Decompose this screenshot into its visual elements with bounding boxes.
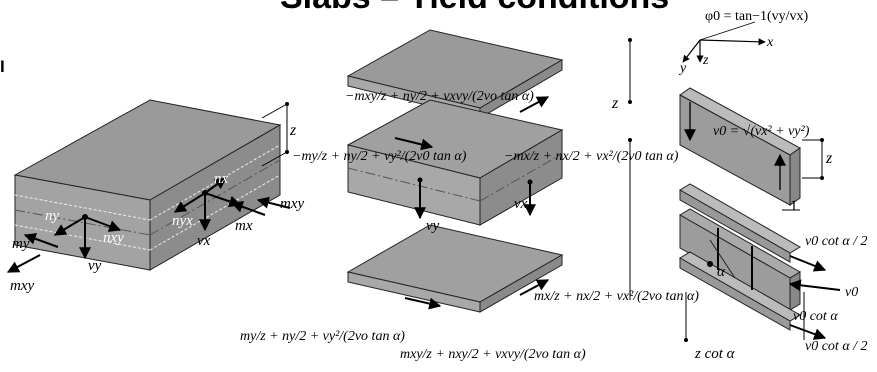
center-z-label: z	[611, 95, 619, 112]
core-v-x: vx	[514, 196, 528, 212]
mid-force-label: v0 cot α	[793, 309, 838, 324]
phi-formula: φ0 = tan−1(vy/vx)	[705, 9, 809, 24]
label-n-yx-left: nyx	[172, 213, 193, 229]
bottom-left-force-a: my/z + ny/2 + vy²/(2vo tan α)	[240, 329, 405, 344]
axis-y-label: y	[678, 61, 687, 76]
left-slab-element: z my mxy ny nxy vy nx nyx vx mx	[6, 99, 304, 294]
right-panel: v0 = √(vx² + vy²) z 1 α	[679, 87, 868, 362]
label-m-xy-right: mxy	[280, 196, 304, 212]
center-sandwich-stack: z vy vx −mxy/z + ny/2 + vxvy/(2vo tan α)…	[240, 29, 699, 362]
middle-right-force: −mx/z + nx/2 + vx²/(2v0 tan α)	[504, 149, 679, 164]
middle-left-force: −my/z + ny/2 + vy²/(2v0 tan α)	[292, 149, 467, 164]
v0-formula: v0 = √(vx² + vy²)	[713, 124, 810, 139]
length-label: z cot α	[694, 346, 736, 362]
axis-z-label: z	[702, 53, 709, 68]
label-n-xy-left: nxy	[103, 230, 124, 246]
top-plate-force: −mxy/z + ny/2 + vxvy/(2vo tan α)	[345, 89, 534, 104]
label-m-xy-left: mxy	[10, 278, 34, 294]
label-n-x-left: nx	[214, 171, 229, 187]
alpha-label: α	[717, 264, 726, 280]
corner-mark: I	[0, 57, 5, 76]
diagram-title: Slabs – Yield conditions	[280, 0, 669, 17]
unit-one-label: 1	[790, 198, 798, 214]
left-thickness-z: z	[289, 122, 297, 139]
label-v-x-left: vx	[197, 233, 211, 249]
bottom-left-force-b: mxy/z + nxy/2 + vxvy/(2vo tan α)	[400, 347, 586, 362]
top-force-label: v0 cot α / 2	[805, 234, 868, 249]
bottom-force-label: v0 cot α / 2	[805, 339, 868, 354]
label-v-y-left: vy	[88, 258, 102, 274]
right-z-label: z	[825, 150, 833, 167]
axes-triad: x y z φ0 = tan−1(vy/vx)	[678, 9, 809, 76]
bottom-right-force: mx/z + nx/2 + vx²/(2vo tan α)	[534, 289, 699, 304]
label-m-y-left: my	[12, 236, 30, 252]
center-core-side	[479, 129, 563, 226]
label-m-x-left: mx	[235, 218, 253, 234]
label-n-y-left: ny	[45, 208, 60, 224]
axis-x-label: x	[766, 35, 774, 50]
core-v-y: vy	[426, 218, 440, 234]
v0-label: v0	[845, 285, 858, 300]
